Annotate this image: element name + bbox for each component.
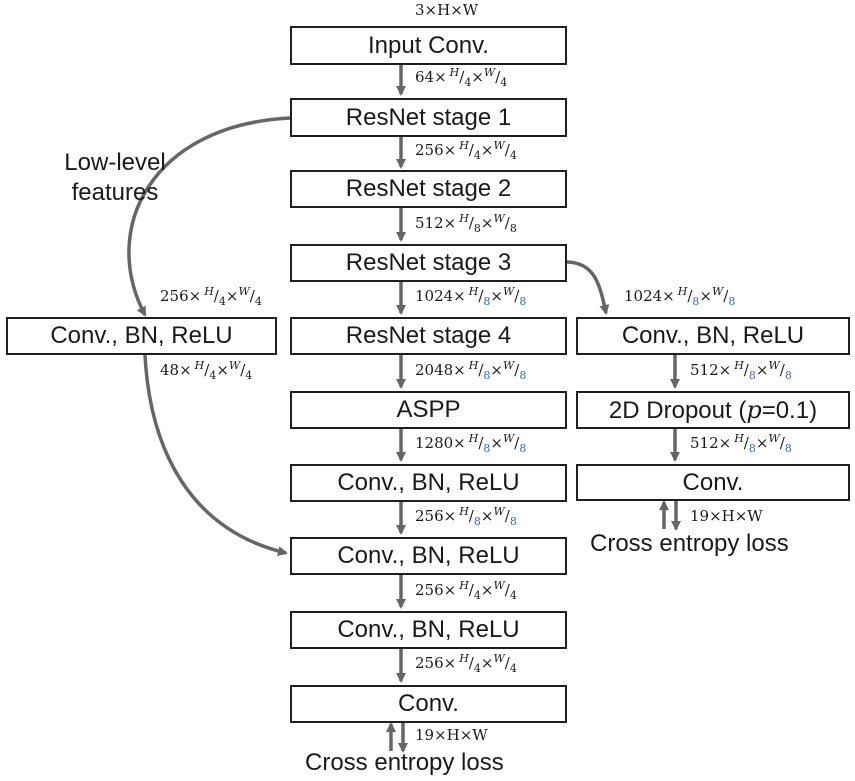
main-loss-label: Cross entropy loss [305,749,504,776]
resnet-stage4-label: ResNet stage 4 [345,322,512,349]
dim-after-stage4: 2048× H/8×W/8 [415,359,527,382]
dim-after-aspp: 1280× H/8×W/8 [415,432,527,455]
dim-after-main-cbr3: 256× H/4×W/4 [415,652,517,675]
aux-dropout-label: 2D Dropout (p=0.1) [608,395,818,424]
resnet-stage2-box: ResNet stage 2 [290,170,567,208]
resnet-stage4-box: ResNet stage 4 [290,317,567,355]
resnet-stage3-box: ResNet stage 3 [290,244,567,282]
main-cbr3-box: Conv., BN, ReLU [290,611,567,649]
dim-aux-in: 1024× H/8×W/8 [624,285,736,308]
dim-left-out: 48× H/4×W/4 [160,359,253,382]
resnet-stage1-box: ResNet stage 1 [290,98,567,137]
dim-after-main-cbr2: 256× H/4×W/4 [415,579,517,602]
aspp-label: ASPP [396,396,461,423]
aux-dropout-box: 2D Dropout (p=0.1) [576,391,850,429]
input-conv-box: Input Conv. [290,26,567,65]
aux-conv-box: Conv. [576,464,850,501]
dim-aux-after-dropout: 512× H/8×W/8 [690,432,792,455]
dim-left-in: 256× H/4×W/4 [160,285,262,308]
dim-main-output: 19×H×W [415,726,488,744]
dim-aux-output: 19×H×W [690,507,763,525]
arrow-stage1-to-left-cbr [127,116,291,317]
input-conv-label: Input Conv. [368,31,489,59]
left-cbr-label: Conv., BN, ReLU [50,322,233,349]
low-level-features-label: Low-level features [64,149,166,206]
main-cbr2-label: Conv., BN, ReLU [337,542,520,569]
aux-cbr-label: Conv., BN, ReLU [621,322,805,349]
aux-loss-label: Cross entropy loss [590,530,789,557]
main-cbr3-label: Conv., BN, ReLU [337,616,520,643]
resnet-stage1-label: ResNet stage 1 [345,103,512,131]
left-cbr-box: Conv., BN, ReLU [6,317,277,355]
main-conv-label: Conv. [398,690,459,717]
arrow-stage3-to-aux-cbr [565,260,610,315]
dim-after-main-cbr1: 256× H/8×W/8 [415,505,517,528]
main-cbr2-box: Conv., BN, ReLU [290,537,567,575]
resnet-stage2-label: ResNet stage 2 [345,175,512,202]
dim-after-stage2: 512× H/8×W/8 [415,212,517,235]
resnet-stage3-label: ResNet stage 3 [345,249,512,276]
main-conv-box: Conv. [290,685,567,723]
arrow-left-cbr-to-cbr2 [143,354,288,556]
main-cbr1-box: Conv., BN, ReLU [290,464,567,502]
dim-after-stage1: 256× H/4×W/4 [415,139,517,162]
main-cbr1-label: Conv., BN, ReLU [337,469,520,496]
aux-conv-label: Conv. [682,468,744,496]
dim-aux-after-cbr: 512× H/8×W/8 [690,359,792,382]
dim-input: 3×H×W [415,1,479,19]
dim-after-input-conv: 64× H/4×W/4 [415,66,508,89]
aspp-box: ASPP [290,391,567,429]
aux-cbr-box: Conv., BN, ReLU [576,317,850,355]
dim-after-stage3: 1024× H/8×W/8 [415,285,527,308]
